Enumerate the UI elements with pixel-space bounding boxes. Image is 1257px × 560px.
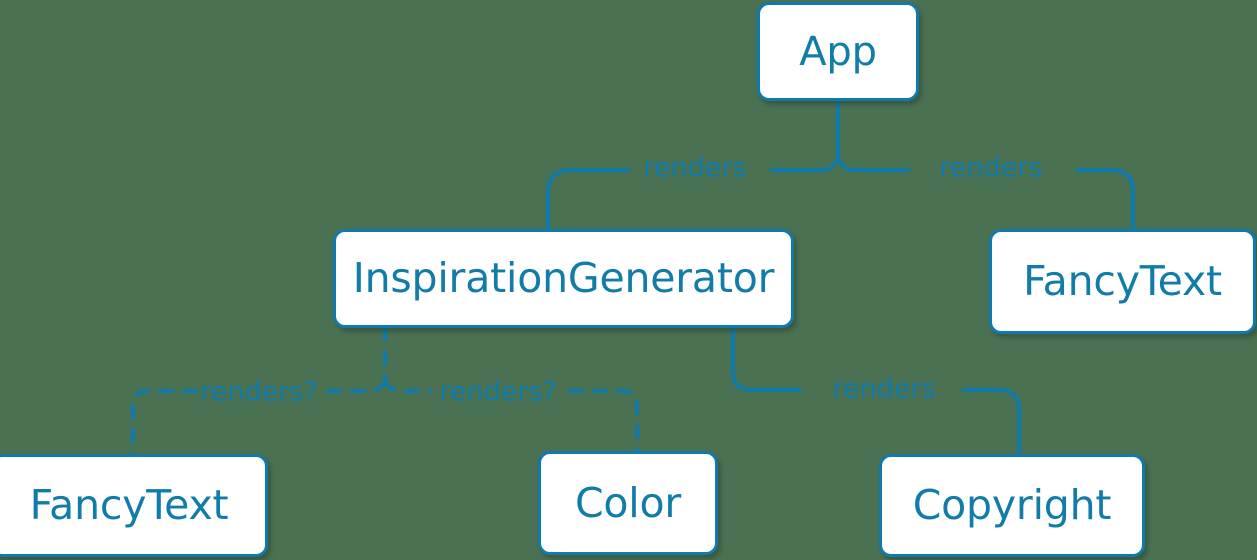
edge-label-inspiration-to-color: renders?	[439, 376, 557, 408]
node-inspiration-generator[interactable]: InspirationGenerator	[333, 229, 794, 328]
node-copyright-label: Copyright	[912, 481, 1112, 529]
edge-label-app-to-inspiration: renders	[643, 152, 747, 184]
node-copyright[interactable]: Copyright	[879, 454, 1145, 557]
node-app[interactable]: App	[757, 2, 919, 101]
node-fancytext-right-label: FancyText	[1023, 257, 1222, 305]
node-fancytext-left-label: FancyText	[29, 481, 229, 529]
edge-label-app-to-fancytext: renders	[939, 152, 1043, 184]
node-color[interactable]: Color	[538, 451, 718, 555]
node-color-label: Color	[574, 478, 682, 527]
node-app-label: App	[799, 28, 877, 75]
edge-label-inspiration-to-copyright: renders	[832, 373, 936, 405]
node-fancytext-right[interactable]: FancyText	[989, 229, 1256, 334]
edge-label-inspiration-to-fancytext: renders?	[200, 376, 318, 408]
node-fancytext-left[interactable]: FancyText	[0, 454, 268, 557]
node-inspiration-generator-label: InspirationGenerator	[352, 254, 775, 302]
